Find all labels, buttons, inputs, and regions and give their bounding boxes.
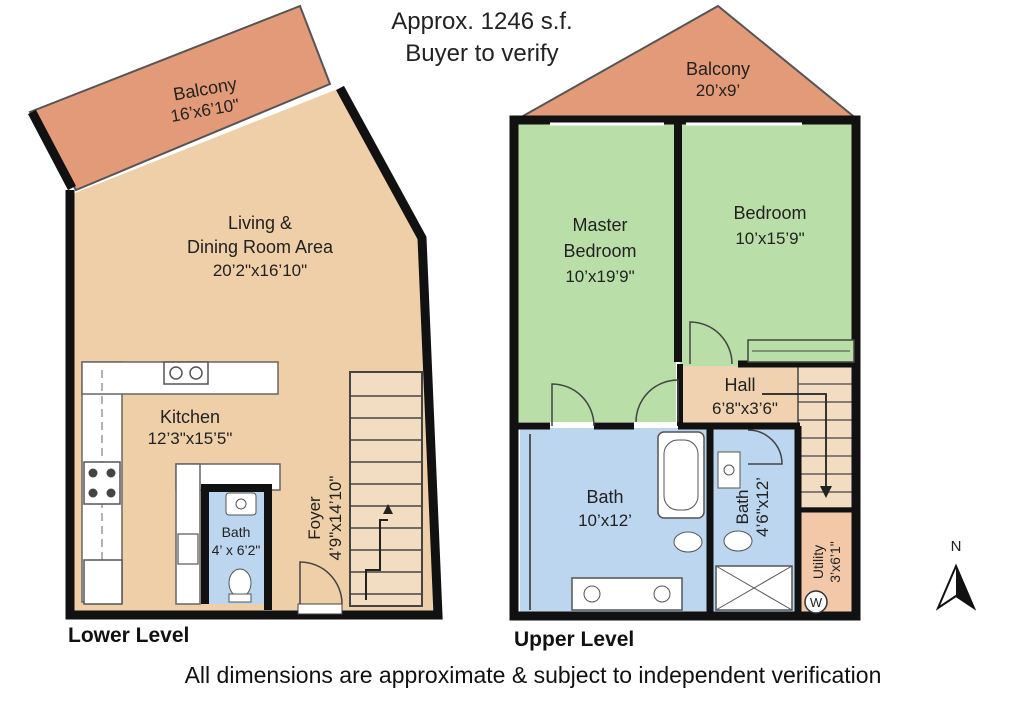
balcony-wall-left (28, 109, 76, 191)
upper-stair-arrow-line (762, 393, 827, 486)
foyer-name: Foyer (305, 496, 324, 540)
living-name-1: Living & (227, 213, 293, 233)
stair-arrow-head (383, 504, 393, 514)
compass-north-label: N (950, 538, 962, 555)
hall-name: Hall (724, 375, 756, 395)
living-dim: 20’2"x16’10" (212, 261, 308, 280)
utility-dim: 3’x6’1" (827, 541, 843, 583)
area-label: Approx. 1246 s.f. (391, 8, 573, 35)
stair-arrow-line (365, 519, 388, 600)
master-door (635, 379, 679, 423)
foyer-dim: 4’9"x14’10" (326, 475, 345, 561)
ensuite-sink (717, 451, 741, 489)
lower-bath-sink (225, 492, 257, 516)
ensuite-sink-basin (723, 464, 735, 476)
bedroom-area (680, 122, 854, 366)
upper-balcony-name: Balcony (685, 59, 751, 79)
lower-level (28, 4, 443, 620)
sink-basin-right (189, 366, 203, 380)
master-dim: 10’x19’9" (565, 267, 635, 286)
footer-disclaimer: All dimensions are approximate & subject… (184, 662, 882, 688)
living-dining-area (70, 88, 438, 615)
master-name-2: Bedroom (563, 241, 637, 261)
burner (88, 468, 98, 478)
utility-label: Utility 3’x6’1" (810, 522, 846, 602)
living-name-2: Dining Room Area (186, 237, 334, 257)
kitchen-name: Kitchen (159, 407, 221, 427)
washer-icon (804, 590, 828, 614)
upper-outer-wall (509, 115, 861, 621)
master-name-1: Master (572, 215, 628, 235)
upper-level-label: Upper Level (514, 628, 635, 651)
lower-stairs (349, 371, 423, 607)
shower-x2 (715, 565, 793, 611)
sink-basin-left (169, 366, 183, 380)
compass-icon (935, 563, 977, 611)
bedroom-door (689, 321, 733, 365)
main-bath-name: Bath (586, 487, 624, 507)
fridge (83, 559, 123, 605)
foyer-door-swing (299, 561, 343, 606)
burner (106, 488, 116, 498)
burner (106, 468, 116, 478)
upper-stair-arrow-head (820, 486, 832, 498)
utility-name: Utility (810, 544, 826, 580)
entry-threshold (297, 603, 343, 615)
ensuite-label: Bath 4’6"x12’ (733, 467, 775, 547)
lower-bath-toilet (228, 568, 252, 598)
stove (83, 461, 121, 505)
lower-outer-wall (65, 85, 443, 620)
lower-bath-toilet-tank (228, 593, 252, 603)
foyer-label: Foyer 4’9"x14’10" (304, 448, 348, 588)
bedroom-name: Bedroom (733, 203, 807, 223)
bedroom-dim: 10’x15’9" (735, 229, 805, 248)
hall-dim: 6’8"x3’6" (712, 399, 778, 418)
kitchen-dim: 12’3"x15’5" (147, 429, 233, 448)
upper-balcony-dim: 20’x9’ (695, 81, 741, 100)
bathtub-basin (663, 439, 699, 511)
lower-level-label: Lower Level (68, 624, 190, 647)
dishwasher (177, 533, 199, 565)
master-bedroom-area (516, 122, 676, 422)
ensuite-toilet (723, 530, 753, 552)
buyer-verify-label: Buyer to verify (405, 40, 559, 67)
main-bath-sink-left (583, 585, 601, 603)
lower-bath-name: Bath (221, 524, 251, 540)
washer-symbol: W (809, 595, 823, 610)
main-bath-vanity (571, 577, 683, 611)
compass-arrow-fill (956, 566, 974, 608)
lower-bath-sink-basin (235, 498, 247, 510)
main-bath-sink-right (653, 585, 671, 603)
ensuite-door (747, 429, 783, 465)
ensuite-dim: 4’6"x12’ (753, 477, 772, 537)
lower-bath-wall (201, 484, 272, 610)
main-bath-toilet (673, 531, 703, 553)
stair-treads (350, 395, 422, 595)
master-bath-door (551, 383, 595, 427)
ensuite-name: Bath (733, 489, 752, 525)
upper-level (509, 4, 861, 621)
lower-bath-dim: 4’ x 6’2" (211, 542, 261, 558)
upper-stair-treads (798, 383, 856, 493)
main-bath-dim: 10’x12’ (578, 511, 632, 530)
burner (88, 488, 98, 498)
